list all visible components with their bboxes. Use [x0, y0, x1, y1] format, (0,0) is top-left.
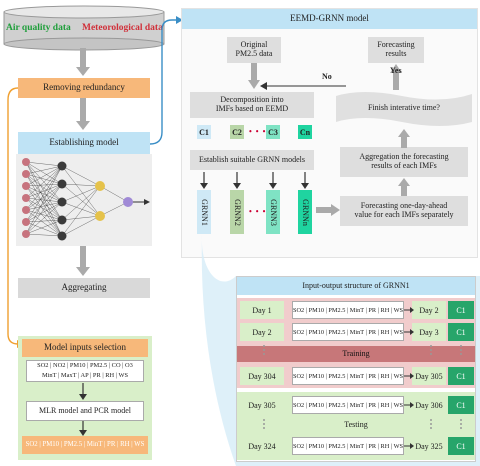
arrow-down: [248, 63, 260, 89]
c1-target: C1: [448, 367, 474, 385]
arrow-down: [79, 383, 87, 400]
decomposition-label-2: IMFs based on EEMD: [215, 104, 289, 113]
row-arrows: [263, 307, 462, 449]
arrow-up: [398, 178, 410, 197]
imf-c3: C3: [266, 125, 280, 139]
feature-box: SO2 | PM10 | PM2.5 | MinT | PR | RH | WS: [292, 367, 404, 385]
finish-iterative-label: Finish interative time?: [368, 102, 440, 112]
variables-row2: MinT | MaxT | AP | PR | RH | WS: [41, 372, 129, 379]
output-day: Day 305: [412, 367, 446, 385]
aggregation-box: Aggregation the forecasting results of e…: [340, 147, 468, 177]
arrow-down: [76, 98, 90, 130]
forecasting-label-1: Forecasting one-day-ahead: [360, 201, 448, 211]
variables-box: SO2 | NO2 | PM10 | PM2.5 | CO | O3 MinT …: [26, 360, 144, 382]
variables-row1: SO2 | NO2 | PM10 | PM2.5 | CO | O3: [37, 362, 133, 369]
arrow-down: [76, 48, 90, 76]
feature-box: SO2 | PM10 | PM2.5 | MinT | PR | RH | WS: [292, 437, 404, 455]
grnn-3-label: GRNN3: [268, 198, 278, 226]
connector-line: [7, 87, 26, 348]
selected-variables-box: SO2 | PM10 | PM2.5 | MinT | PR | RH | WS: [22, 436, 148, 454]
aggregating-box: Aggregating: [18, 278, 150, 298]
aggregation-label-1: Aggregation the forecasting: [359, 152, 449, 162]
feature-box: SO2 | PM10 | PM2.5 | MinT | PR | RH | WS: [292, 323, 404, 341]
eemd-grnn-title: EEMD-GRNN model: [182, 9, 477, 29]
decomposition-label-1: Decomposition into: [220, 95, 284, 105]
no-label: No: [322, 72, 332, 81]
input-day: Day 324: [240, 437, 284, 455]
aggregation-label-2: results of each IMFs: [371, 161, 437, 170]
original-label: Original: [240, 40, 268, 50]
forecasting-one-day-box: Forecasting one-day-ahead value for each…: [340, 196, 468, 226]
establish-grnn-box: Establish suitable GRNN models: [190, 150, 314, 170]
input-day: Day 304: [240, 367, 284, 385]
imf-cn: Cn: [298, 125, 312, 139]
output-day: Day 325: [412, 437, 446, 455]
imf-c2: C2: [230, 125, 244, 139]
arrow-left: [260, 82, 346, 90]
grnn-1: GRNN1: [197, 190, 211, 234]
database-icon: [3, 5, 165, 51]
neural-network-icon: [16, 154, 152, 246]
c1-target: C1: [448, 301, 474, 319]
forecasting-label: Forecasting: [377, 40, 415, 50]
connector-line: [149, 16, 183, 145]
io-title: Input-output structure of GRNN1: [237, 277, 475, 295]
training-label: Training: [237, 346, 475, 362]
grnn-n-label: GRNNn: [300, 198, 310, 226]
decomposition-box: Decomposition into IMFs based on EEMD: [190, 92, 314, 118]
dots: • • •: [249, 207, 267, 216]
finish-banner: [336, 92, 472, 126]
input-day: Day 2: [240, 323, 284, 341]
feature-box: SO2 | PM10 | PM2.5 | MinT | PR | RH | WS: [292, 396, 404, 414]
input-day: Day 305: [240, 396, 284, 414]
input-day: Day 1: [240, 301, 284, 319]
establishing-model-box: Establishing model: [18, 132, 150, 154]
arrow-down: [76, 246, 90, 276]
pm25-data-label: PM2.5 data: [235, 49, 273, 58]
c1-target: C1: [448, 396, 474, 414]
output-day: Day 3: [412, 323, 446, 341]
air-quality-label: Air quality data: [6, 23, 71, 33]
grnn-2: GRNN2: [230, 190, 244, 234]
feature-box: SO2 | PM10 | PM2.5 | MinT | PR | RH | WS: [292, 301, 404, 319]
testing-label: Testing: [344, 419, 368, 429]
arrow-up: [398, 129, 410, 148]
output-day: Day 306: [412, 396, 446, 414]
results-label: results: [385, 49, 407, 58]
dots: • • •: [249, 127, 267, 136]
c1-target: C1: [448, 437, 474, 455]
meteorological-label: Meteorological data: [82, 23, 163, 33]
c1-target: C1: [448, 323, 474, 341]
imf-c1: C1: [197, 125, 211, 139]
arrow-right: [316, 204, 340, 216]
yes-label: Yes: [390, 66, 402, 75]
grnn-1-label: GRNN1: [199, 198, 209, 226]
model-inputs-selection-box: Model inputs selection: [22, 339, 148, 357]
arrow-down: [79, 421, 87, 436]
forecasting-label-2: value for each IMFs separately: [354, 210, 454, 219]
grnn-2-label: GRNN2: [232, 198, 242, 226]
arrows-to-grnn: [200, 172, 309, 189]
output-day: Day 2: [412, 301, 446, 319]
grnn-n: GRNNn: [298, 190, 312, 234]
original-pm25-box: Original PM2.5 data: [227, 37, 281, 63]
removing-redundancy-box: Removing redundancy: [18, 78, 150, 98]
arrow-up: [390, 64, 402, 90]
grnn-3: GRNN3: [266, 190, 280, 234]
forecasting-results-box: Forecasting results: [368, 37, 424, 63]
mlr-pcr-box: MLR model and PCR model: [26, 401, 144, 421]
